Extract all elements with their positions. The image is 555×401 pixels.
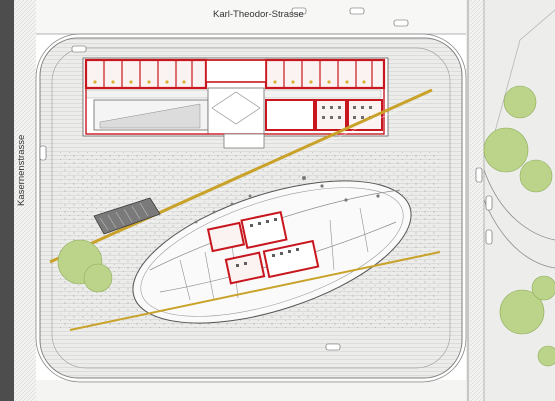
tree-canopy — [503, 85, 537, 119]
vehicles — [39, 7, 493, 351]
tree-canopy — [537, 345, 555, 367]
tree-canopy — [483, 127, 529, 173]
tree-canopy — [83, 263, 113, 293]
north-building — [82, 57, 389, 149]
tree-canopies — [57, 85, 555, 367]
south-sidewalk — [36, 380, 466, 401]
parking-ramp — [93, 197, 161, 235]
pavilion — [132, 176, 412, 324]
west-sidewalk — [14, 0, 36, 401]
tram-line — [49, 88, 435, 267]
tree-canopy — [531, 275, 555, 301]
street-label-west: Kasernenstrasse — [16, 135, 27, 206]
street-label-north: Karl-Theodor-Strasse — [213, 9, 304, 20]
inner-ring-road — [51, 47, 451, 369]
secondary-track — [69, 251, 441, 331]
tree-canopy — [519, 159, 553, 193]
west-dark-band — [0, 0, 14, 401]
tree-canopy — [499, 289, 545, 335]
